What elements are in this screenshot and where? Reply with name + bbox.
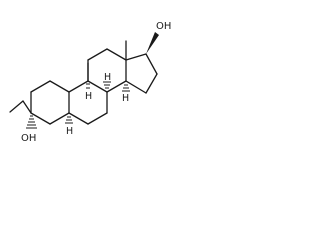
steroid-structure-diagram: OH OH H H H H xyxy=(9,21,171,144)
ethyl-group xyxy=(9,100,32,114)
h8-hashed-bond xyxy=(103,81,111,89)
oh-3-label: OH xyxy=(21,133,36,144)
c3-oh-hashed-bond xyxy=(26,115,37,129)
ring-c xyxy=(87,48,127,93)
h14-hashed-bond xyxy=(122,84,130,92)
h9-hashed-bond xyxy=(86,83,90,89)
h-8-label: H xyxy=(104,72,111,83)
ring-b xyxy=(68,80,108,125)
c17-oh-wedge-bond xyxy=(146,32,159,54)
h-5-label: H xyxy=(66,126,73,137)
h-14-label: H xyxy=(122,93,129,104)
ring-d xyxy=(125,53,158,94)
h5-hashed-bond xyxy=(65,116,73,124)
ring-a xyxy=(30,80,70,125)
oh-17-label: OH xyxy=(156,21,171,32)
h-9-label: H xyxy=(85,91,92,102)
